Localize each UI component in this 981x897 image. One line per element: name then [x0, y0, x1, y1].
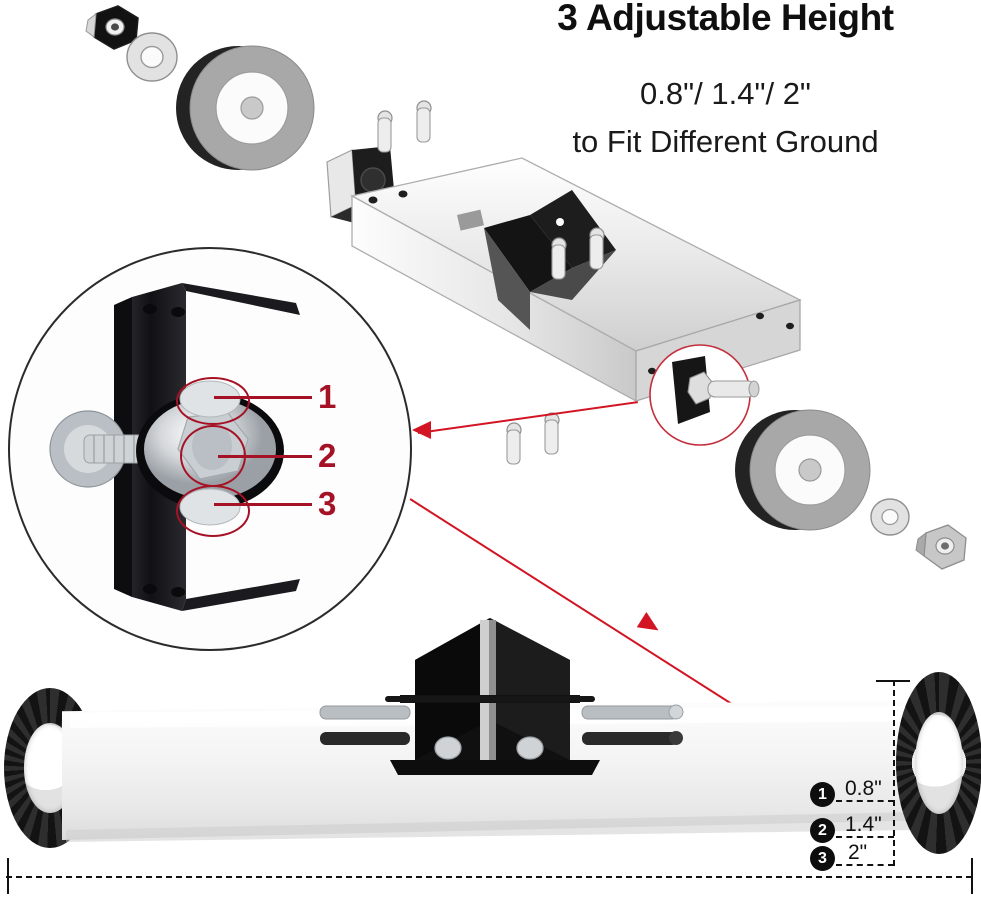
- height-badge-3: 3: [810, 846, 835, 871]
- height-badge-1: 1: [810, 782, 835, 807]
- axle-bolt-detail-icon: [649, 344, 760, 446]
- subtitle-description: to Fit Different Ground: [572, 124, 879, 159]
- wheel-right-icon: [735, 409, 871, 531]
- hole-marker-3: [176, 485, 250, 537]
- height-dash-1: [836, 800, 894, 802]
- height-value-3: 2": [848, 841, 868, 864]
- height-dash-3: [836, 864, 894, 866]
- width-dimension-tick-left: [7, 858, 9, 894]
- width-dimension-tick-right: [971, 858, 973, 894]
- callout-number-2: 2: [318, 437, 337, 474]
- width-dimension-line: [6, 876, 972, 878]
- height-dash-2: [836, 836, 894, 838]
- page-title: 3 Adjustable Height: [557, 0, 894, 38]
- hex-nut-right-icon: [915, 524, 967, 570]
- height-value-1: 0.8": [845, 777, 882, 800]
- flat-washer-left-icon: [126, 32, 178, 82]
- leader-arrow-upper: [412, 421, 431, 439]
- bolt-set-upper-icon: [377, 100, 432, 153]
- product-center-bracket: [385, 618, 600, 775]
- hole-marker-1: [176, 377, 250, 425]
- dimension-vertical-line: [893, 680, 895, 866]
- magnified-detail-circle: [8, 247, 412, 651]
- bolt-set-lower-icon: [506, 227, 605, 465]
- callout-number-1: 1: [318, 378, 337, 415]
- dimension-top-tick: [876, 680, 910, 682]
- subtitle-heights: 0.8"/ 1.4"/ 2": [640, 76, 811, 111]
- callout-number-3: 3: [318, 485, 337, 522]
- hex-nut-left-icon: [85, 5, 139, 50]
- wheel-left-icon: [176, 45, 315, 171]
- exploded-assembly-diagram: [85, 5, 967, 570]
- flat-washer-right-icon: [870, 498, 910, 536]
- callout-leader-1: [214, 396, 312, 399]
- height-value-2: 1.4": [845, 813, 882, 836]
- height-badge-2: 2: [810, 818, 835, 843]
- callout-leader-3: [214, 503, 312, 506]
- product-wheel-right: [896, 672, 981, 854]
- callout-leader-2: [218, 455, 312, 458]
- product-handle-tubes: [319, 704, 684, 745]
